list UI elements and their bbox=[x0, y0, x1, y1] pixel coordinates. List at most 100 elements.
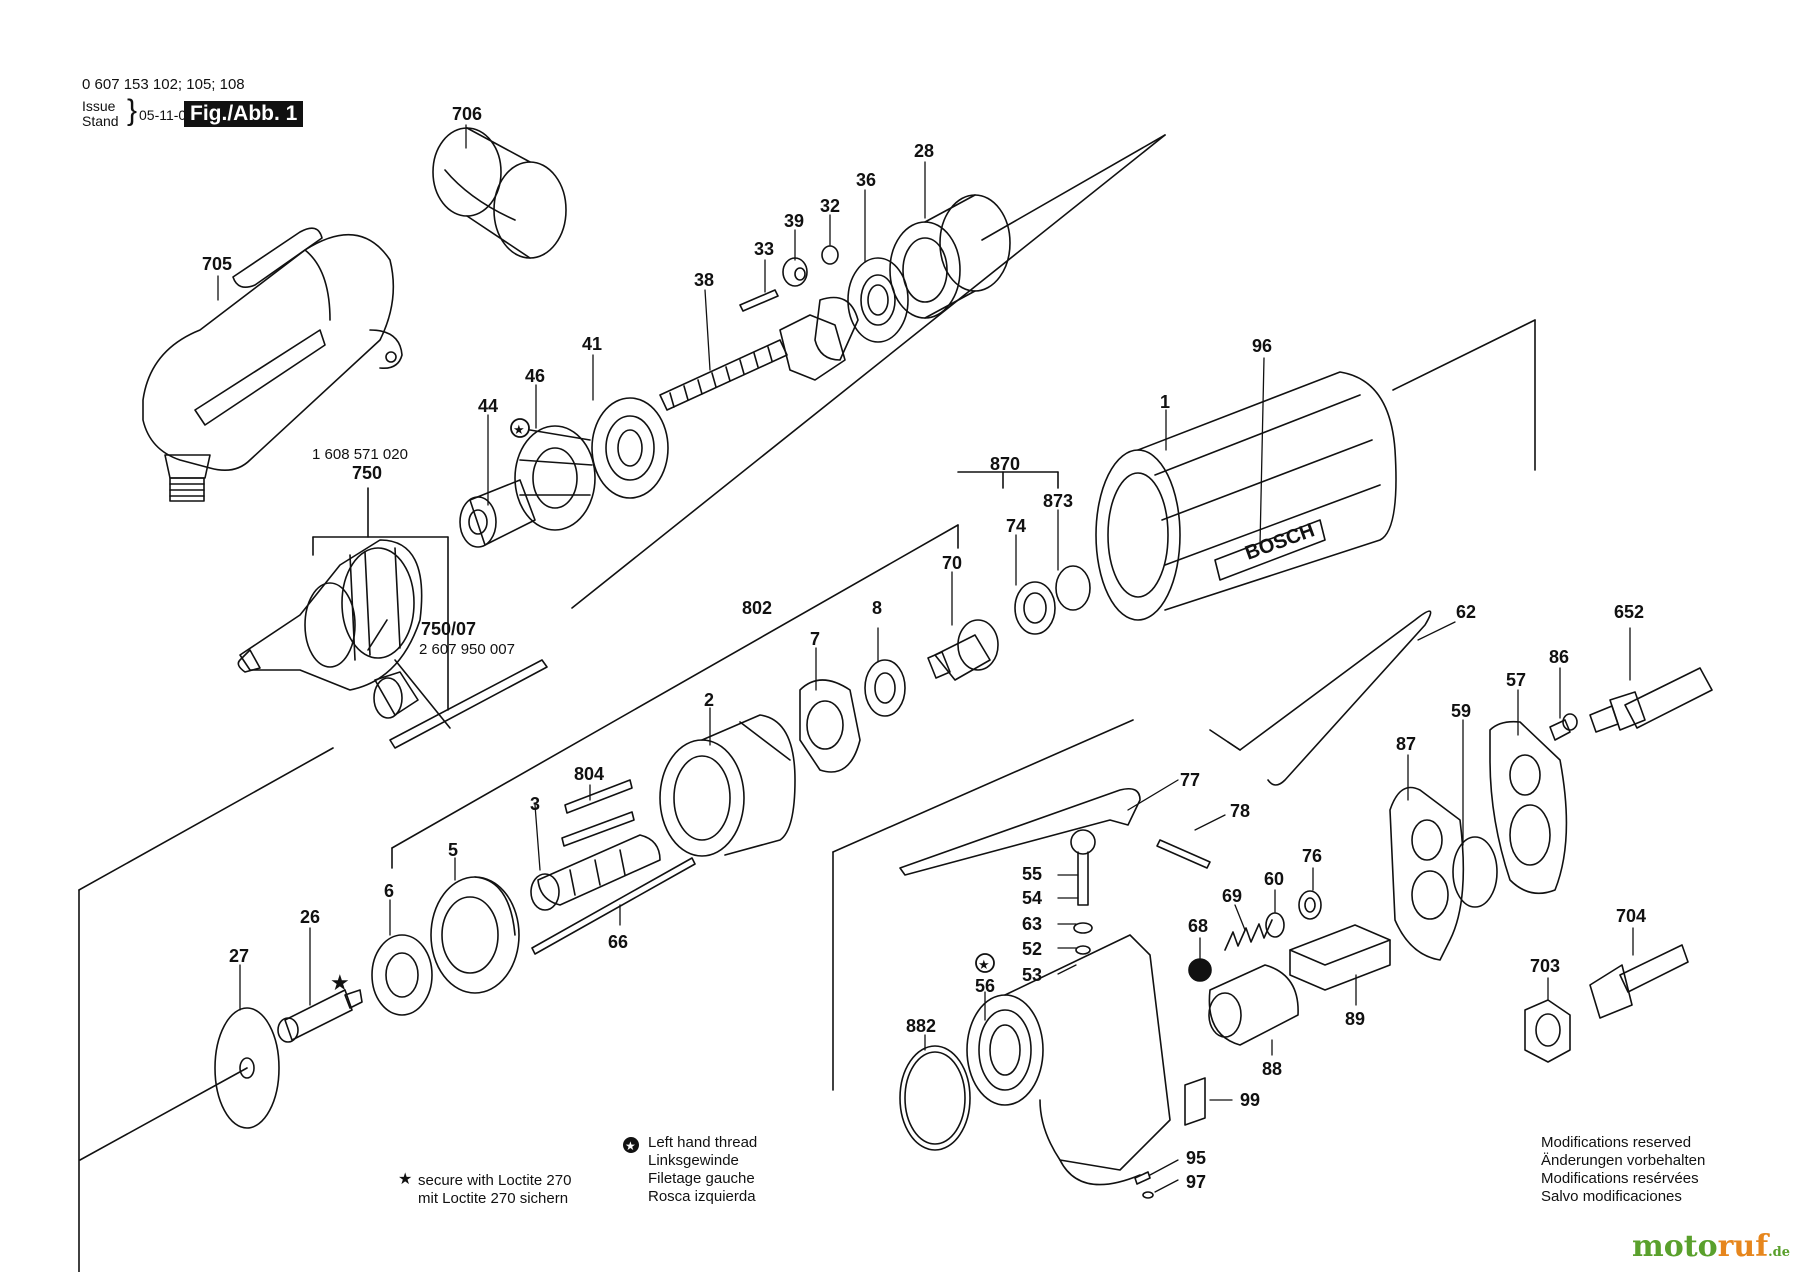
legend-left-hand-thread: ★ Left hand thread Linksgewinde Filetage… bbox=[620, 1134, 757, 1206]
callout-99: 99 bbox=[1240, 1090, 1260, 1110]
callout-87: 87 bbox=[1396, 734, 1416, 754]
legend-line: secure with Loctite 270 bbox=[418, 1172, 572, 1189]
frame-lines bbox=[78, 134, 1536, 1272]
callout-69: 69 bbox=[1222, 886, 1242, 906]
plate-57 bbox=[1489, 720, 1568, 895]
gear-39 bbox=[782, 257, 808, 287]
svg-text:★: ★ bbox=[513, 422, 525, 437]
callout-63: 63 bbox=[1022, 914, 1042, 934]
pinion-26 bbox=[277, 989, 363, 1043]
bearing-6 bbox=[371, 934, 433, 1016]
callout-56: 56 bbox=[975, 976, 995, 996]
legend-line: Modifications reserved bbox=[1541, 1134, 1692, 1151]
callout-804: 804 bbox=[574, 764, 604, 784]
housing-1 bbox=[1095, 371, 1397, 621]
chuck-part-number: 1 608 571 020 bbox=[312, 446, 408, 463]
callout-802: 802 bbox=[742, 598, 772, 618]
fitting-704 bbox=[1589, 944, 1689, 1019]
pin-78 bbox=[1156, 839, 1211, 869]
callout-5: 5 bbox=[448, 840, 458, 860]
nut-703 bbox=[1524, 999, 1571, 1063]
filter-60 bbox=[1265, 912, 1285, 938]
callout-39: 39 bbox=[784, 211, 804, 231]
callout-77: 77 bbox=[1180, 770, 1200, 790]
leader-lines bbox=[217, 124, 1634, 1193]
callout-53: 53 bbox=[1022, 965, 1042, 985]
angle-head-705 bbox=[142, 227, 403, 502]
callout-55: 55 bbox=[1022, 864, 1042, 884]
callout-32: 32 bbox=[820, 196, 840, 216]
brace-icon: } bbox=[127, 94, 138, 127]
callout-41: 41 bbox=[582, 334, 602, 354]
legend-line: Left hand thread bbox=[648, 1134, 758, 1151]
callout-88: 88 bbox=[1262, 1059, 1282, 1079]
shaft-38 bbox=[659, 296, 859, 411]
callout-68: 68 bbox=[1188, 916, 1208, 936]
nipple-652 bbox=[1589, 667, 1713, 733]
bearing-36 bbox=[847, 257, 909, 343]
filter-pad-89 bbox=[1289, 924, 1391, 991]
spring-69 bbox=[1224, 919, 1273, 951]
callout-70: 70 bbox=[942, 553, 962, 573]
callout-60: 60 bbox=[1264, 869, 1284, 889]
issue-stand-labels: Issue Stand bbox=[82, 99, 119, 129]
valve-stem-55-63 bbox=[1070, 829, 1096, 955]
figure-label: Fig./Abb. 1 bbox=[184, 101, 304, 127]
cylinder-2 bbox=[659, 714, 796, 857]
callout-96: 96 bbox=[1252, 336, 1272, 356]
callout-74: 74 bbox=[1006, 516, 1026, 536]
markers: ★ ★ ★ bbox=[330, 418, 995, 995]
valve-70 bbox=[927, 619, 999, 681]
callout-652: 652 bbox=[1614, 602, 1644, 622]
callout-46: 46 bbox=[525, 366, 545, 386]
screws-95-97 bbox=[1134, 1171, 1154, 1199]
key-part-number: 2 607 950 007 bbox=[419, 641, 515, 658]
handle-housing-56 bbox=[966, 934, 1171, 1186]
plate-7 bbox=[799, 679, 861, 773]
callout-706: 706 bbox=[452, 104, 482, 124]
bracket-lines bbox=[312, 471, 1059, 869]
label-99 bbox=[1184, 1077, 1206, 1126]
callout-703: 703 bbox=[1530, 956, 1560, 976]
needle-32 bbox=[821, 245, 839, 265]
callout-8: 8 bbox=[872, 598, 882, 618]
star-icon: ★ bbox=[330, 970, 350, 995]
ring-74 bbox=[1014, 581, 1056, 635]
callout-44: 44 bbox=[478, 396, 498, 416]
chuck-750 bbox=[237, 539, 423, 691]
callout-750: 750 bbox=[352, 463, 382, 483]
oring-882 bbox=[899, 1045, 971, 1151]
callout-97: 97 bbox=[1186, 1172, 1206, 1192]
legend-line: mit Loctite 270 sichern bbox=[418, 1190, 569, 1207]
callout-33: 33 bbox=[754, 239, 774, 259]
callout-750-07: 750/07 bbox=[421, 619, 476, 639]
issue-date: 05-11-05 bbox=[139, 107, 195, 123]
legend-line: Salvo modificaciones bbox=[1541, 1188, 1682, 1205]
callout-1: 1 bbox=[1160, 392, 1170, 412]
hanger-62 bbox=[1209, 610, 1432, 786]
rod-66 bbox=[531, 857, 696, 955]
callout-705: 705 bbox=[202, 254, 232, 274]
lever-77 bbox=[899, 787, 1141, 876]
disc-27 bbox=[79, 1007, 280, 1161]
callout-labels: 706 705 28 36 32 39 33 38 41 46 44 96 1 … bbox=[202, 104, 1646, 1192]
callout-95: 95 bbox=[1186, 1148, 1206, 1168]
legend-loctite: ★ secure with Loctite 270 mit Loctite 27… bbox=[398, 1171, 572, 1208]
legend-line: Linksgewinde bbox=[648, 1152, 739, 1169]
adapter-44 bbox=[459, 479, 536, 548]
callout-66: 66 bbox=[608, 932, 628, 952]
pin-33 bbox=[739, 289, 779, 312]
circle-star-icon bbox=[510, 418, 530, 438]
sleeve-706 bbox=[432, 127, 567, 259]
nut-76 bbox=[1298, 890, 1322, 920]
callout-27: 27 bbox=[229, 946, 249, 966]
chuck-key-75007 bbox=[373, 659, 548, 749]
callout-870: 870 bbox=[990, 454, 1020, 474]
legend-line: Rosca izquierda bbox=[648, 1188, 756, 1205]
callout-7: 7 bbox=[810, 629, 820, 649]
screw-86 bbox=[1549, 713, 1578, 741]
circle-star-icon: ★ bbox=[622, 1136, 640, 1159]
ball-68 bbox=[1188, 958, 1212, 982]
legend-line: Änderungen vorbehalten bbox=[1541, 1152, 1706, 1169]
